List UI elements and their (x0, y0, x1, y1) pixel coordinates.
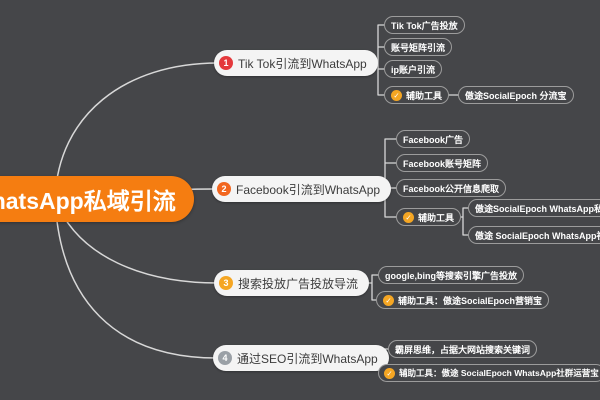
subtopic-facebook-public-info[interactable]: Facebook公开信息爬取 (396, 179, 507, 197)
branch-label: Tik Tok引流到WhatsApp (238, 56, 367, 71)
subtopic-label: 辅助工具：傲途 SocialEpoch WhatsApp社群运营宝 (399, 368, 599, 378)
subtopic-label: google,bing等搜索引擎广告投放 (385, 270, 517, 281)
subtopic-label: Facebook公开信息爬取 (403, 183, 500, 194)
branch-node-seo[interactable]: 4 通过SEO引流到WhatsApp (213, 345, 389, 371)
subtopic-tiktok-ads[interactable]: Tik Tok广告投放 (384, 16, 465, 34)
subtopic-label: 傲途SocialEpoch 分流宝 (465, 90, 567, 101)
central-topic-label: WhatsApp私域引流 (0, 188, 176, 214)
subtopic-facebook-ads[interactable]: Facebook广告 (396, 130, 471, 148)
branch-label: 通过SEO引流到WhatsApp (237, 351, 378, 366)
subtopic-label: 辅助工具：傲途SocialEpoch营销宝 (398, 295, 543, 306)
subtopic-label: 辅助工具 (418, 212, 455, 223)
check-icon: ✓ (403, 211, 414, 223)
subtopic-whatsapp-siyu-liuliang[interactable]: 傲途SocialEpoch WhatsApp私域流量 (468, 199, 600, 217)
subtopic-helper-tools-tiktok[interactable]: ✓ 辅助工具 (384, 86, 450, 104)
subtopic-label: 辅助工具 (406, 90, 443, 101)
branch-node-search-ads[interactable]: 3 搜索投放广告投放导流 (214, 270, 370, 296)
subtopic-helper-tools-yingxiaobao[interactable]: ✓ 辅助工具：傲途SocialEpoch营销宝 (376, 291, 550, 309)
branch-number-badge-3: 3 (219, 276, 233, 290)
check-icon: ✓ (383, 294, 394, 306)
branch-node-facebook[interactable]: 2 Facebook引流到WhatsApp (212, 176, 392, 202)
subtopic-ip-account[interactable]: ip账户引流 (384, 60, 442, 78)
branch-label: 搜索投放广告投放导流 (238, 276, 359, 291)
subtopic-account-matrix[interactable]: 账号矩阵引流 (384, 38, 453, 56)
branch-number-badge-1: 1 (219, 56, 233, 70)
subtopic-google-bing-ads[interactable]: google,bing等搜索引擎广告投放 (378, 266, 524, 284)
subtopic-fenliubao[interactable]: 傲途SocialEpoch 分流宝 (458, 86, 574, 104)
subtopic-label: Facebook广告 (403, 134, 464, 145)
subtopic-label: 账号矩阵引流 (391, 42, 446, 53)
check-icon: ✓ (384, 367, 395, 379)
subtopic-label: 傲途 SocialEpoch WhatsApp社群运营 (475, 230, 600, 241)
subtopic-whatsapp-shequn-yunying[interactable]: 傲途 SocialEpoch WhatsApp社群运营 (468, 226, 600, 244)
branch-number-badge-2: 2 (217, 182, 231, 196)
subtopic-label: Facebook账号矩阵 (403, 158, 482, 169)
branch-node-tiktok[interactable]: 1 Tik Tok引流到WhatsApp (214, 50, 378, 76)
subtopic-baping-keywords[interactable]: 霸屏思维，占据大网站搜索关键词 (388, 340, 538, 358)
subtopic-label: 傲途SocialEpoch WhatsApp私域流量 (475, 203, 600, 214)
subtopic-label: Tik Tok广告投放 (391, 20, 458, 31)
subtopic-helper-tools-shequn-yunyingbao[interactable]: ✓ 辅助工具：傲途 SocialEpoch WhatsApp社群运营宝 (378, 364, 600, 382)
branch-label: Facebook引流到WhatsApp (236, 182, 381, 197)
subtopic-label: ip账户引流 (391, 64, 435, 75)
check-icon: ✓ (391, 89, 402, 101)
central-topic-node[interactable]: WhatsApp私域引流 (0, 176, 194, 222)
branch-number-badge-4: 4 (218, 351, 232, 365)
subtopic-helper-tools-facebook[interactable]: ✓ 辅助工具 (396, 208, 462, 226)
subtopic-label: 霸屏思维，占据大网站搜索关键词 (395, 344, 531, 355)
subtopic-facebook-account-matrix[interactable]: Facebook账号矩阵 (396, 154, 489, 172)
